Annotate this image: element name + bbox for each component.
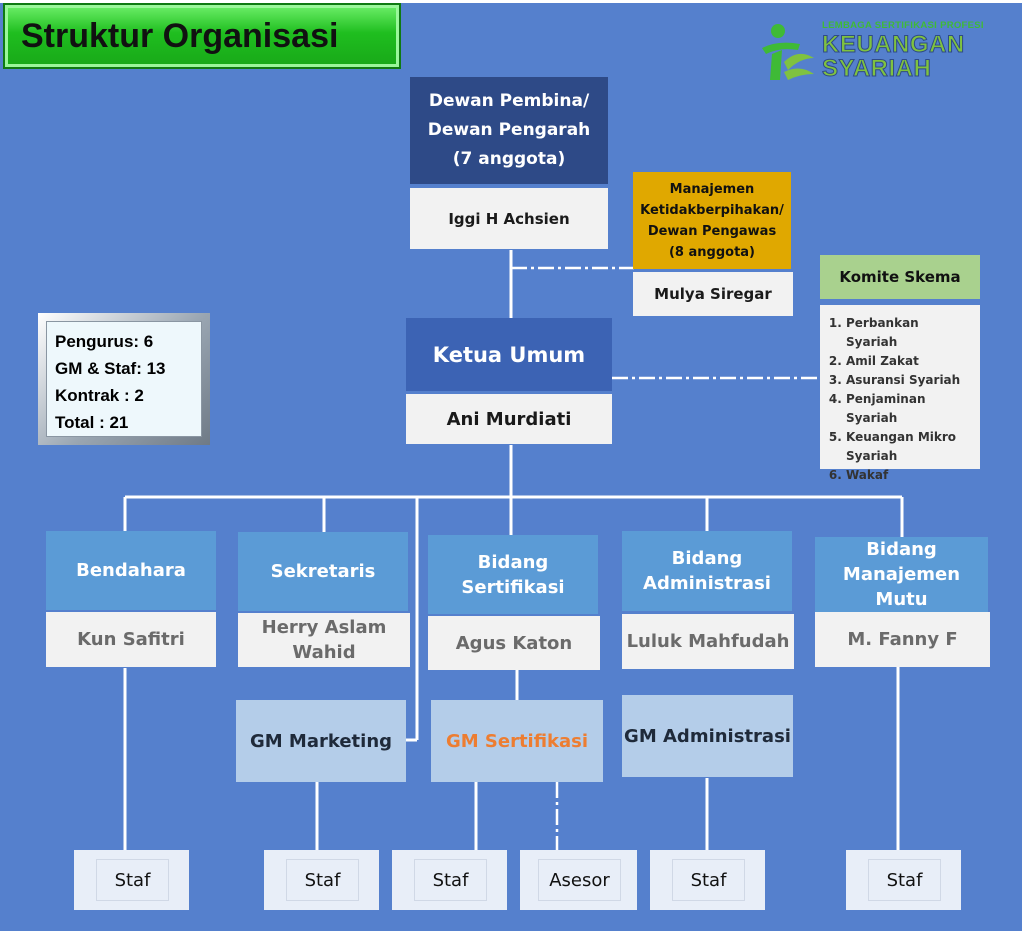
gm-sertifikasi: GM Sertifikasi [431, 700, 603, 782]
staf-bendahara: Staf [74, 850, 189, 910]
komite-item-2: Amil Zakat [846, 352, 974, 371]
asesor-label: Asesor [538, 859, 621, 901]
staf-marketing: Staf [264, 850, 379, 910]
gm-administrasi: GM Administrasi [622, 695, 793, 777]
staf-administrasi-label: Staf [672, 859, 745, 901]
staf-administrasi: Staf [650, 850, 765, 910]
division-sertifikasi-name: Agus Katon [428, 616, 600, 670]
logo-small-text: LEMBAGA SERTIFIKASI PROFESI [822, 20, 984, 31]
page-title: Struktur Organisasi [3, 3, 401, 69]
division-mutu-title: Bidang Manajemen Mutu [815, 537, 988, 612]
manajemen-name: Mulya Siregar [633, 272, 793, 316]
division-sekretaris-name: Herry Aslam Wahid [238, 613, 410, 667]
dewan-pembina-name: Iggi H Achsien [410, 188, 608, 249]
division-sekretaris-title: Sekretaris [238, 532, 408, 611]
division-bendahara-title: Bendahara [46, 531, 216, 610]
komite-item-3: Asuransi Syariah [846, 371, 974, 390]
komite-item-1: Perbankan Syariah [846, 314, 974, 352]
dewan-pembina-title: Dewan Pembina/ Dewan Pengarah (7 anggota… [410, 77, 608, 184]
komite-skema-title: Komite Skema [820, 255, 980, 299]
count-pengurus: Pengurus: 6 [55, 332, 154, 351]
ketua-umum-title: Ketua Umum [406, 318, 612, 391]
count-gm-staf: GM & Staf: 13 [55, 359, 166, 378]
gm-marketing: GM Marketing [236, 700, 406, 782]
division-bendahara-name: Kun Safitri [46, 612, 216, 667]
ketua-umum-name: Ani Murdiati [406, 394, 612, 444]
staf-sertifikasi: Staf [392, 850, 507, 910]
logo-line-2: SYARIAH [821, 55, 932, 83]
komite-skema-list: Perbankan Syariah Amil Zakat Asuransi Sy… [820, 305, 980, 482]
staf-sertifikasi-label: Staf [414, 859, 487, 901]
count-kontrak: Kontrak : 2 [55, 386, 144, 405]
manajemen-title: Manajemen Ketidakberpihakan/ Dewan Penga… [633, 172, 791, 269]
lsp-leaf-person-icon [762, 24, 814, 80]
komite-item-4: Penjaminan Syariah [846, 390, 974, 428]
staf-bendahara-label: Staf [96, 859, 169, 901]
komite-item-6: Wakaf [846, 466, 974, 485]
staf-marketing-label: Staf [286, 859, 359, 901]
staff-count-text: Pengurus: 6 GM & Staf: 13 Kontrak : 2 To… [46, 321, 202, 437]
asesor-box: Asesor [520, 850, 637, 910]
division-administrasi-name: Luluk Mahfudah [622, 614, 794, 669]
komite-item-5: Keuangan Mikro Syariah [846, 428, 974, 466]
division-mutu-name: M. Fanny F [815, 612, 990, 667]
staf-mutu-label: Staf [868, 859, 941, 901]
logo-line-1: KEUANGAN [822, 31, 965, 59]
staf-mutu: Staf [846, 850, 961, 910]
count-total: Total : 21 [55, 413, 129, 432]
division-administrasi-title: Bidang Administrasi [622, 531, 792, 611]
division-sertifikasi-title: Bidang Sertifikasi [428, 535, 598, 614]
staff-count-box: Pengurus: 6 GM & Staf: 13 Kontrak : 2 To… [38, 313, 210, 445]
